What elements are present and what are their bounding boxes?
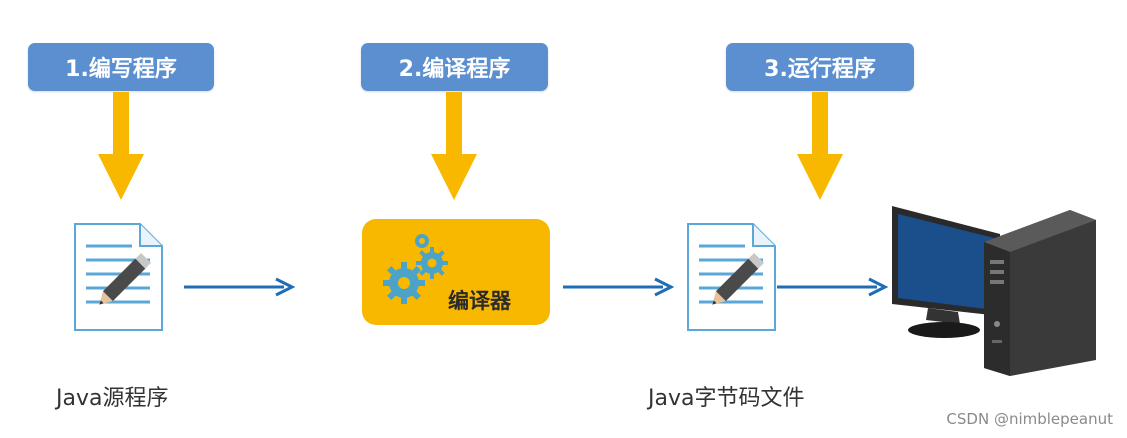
step-compile-program-label: 2.编译程序 bbox=[398, 57, 511, 82]
compiler-label: 编译器 bbox=[448, 289, 511, 313]
step-run-program: 3.运行程序 bbox=[726, 43, 914, 91]
document-pencil-icon bbox=[687, 223, 776, 331]
flow-arrow-icon bbox=[563, 277, 675, 297]
down-arrow-icon bbox=[431, 92, 477, 200]
step-write-program-label: 1.编写程序 bbox=[65, 57, 177, 82]
source-program-caption: Java源程序 bbox=[56, 386, 169, 411]
gears-icon bbox=[383, 234, 448, 304]
step-run-program-label: 3.运行程序 bbox=[764, 57, 876, 82]
computer-icon bbox=[892, 206, 1096, 376]
watermark: CSDN @nimblepeanut bbox=[946, 410, 1113, 428]
step-compile-program: 2.编译程序 bbox=[361, 43, 548, 91]
down-arrow-icon bbox=[797, 92, 843, 200]
bytecode-file-caption: Java字节码文件 bbox=[648, 386, 805, 411]
flow-arrow-icon bbox=[777, 277, 889, 297]
down-arrow-icon bbox=[98, 92, 144, 200]
flow-arrow-icon bbox=[184, 277, 296, 297]
step-write-program: 1.编写程序 bbox=[28, 43, 214, 91]
document-pencil-icon bbox=[74, 223, 163, 331]
compiler-box: 编译器 bbox=[362, 219, 550, 325]
